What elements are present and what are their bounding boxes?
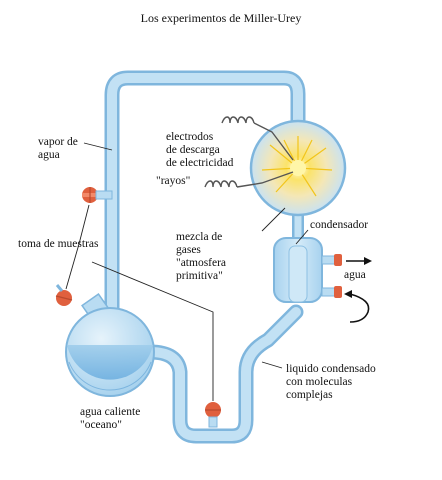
stopcock-valve-icon — [55, 284, 73, 306]
label-toma-de-muestras: toma de muestras — [18, 238, 99, 250]
diagram-title: Los experimentos de Miller-Urey — [140, 11, 302, 25]
label-agua: agua — [344, 269, 366, 281]
label-vapor-de-agua: vapor de agua — [38, 136, 78, 161]
spark-chamber — [249, 119, 347, 217]
label-mezcla-de-gases: mezcla de gases "atmosfera primitiva" — [176, 231, 227, 282]
stopcock-valve-icon — [205, 402, 221, 428]
label-condensador: condensador — [310, 219, 369, 231]
electrode-coil-icon — [204, 116, 294, 188]
stopcock-valve-icon — [82, 187, 113, 203]
label-liquido-condensado: liquido condensado con moleculas complej… — [286, 363, 376, 401]
curved-arrow-icon — [344, 290, 370, 323]
label-rayos: "rayos" — [156, 175, 191, 187]
glass-tubing — [104, 70, 306, 444]
arrow-right-icon — [346, 257, 372, 265]
label-agua-caliente: agua caliente "oceano" — [80, 406, 141, 431]
water-flask — [65, 293, 155, 397]
label-electrodos: electrodos de descarga de electricidad — [166, 131, 234, 169]
condenser — [273, 237, 342, 303]
leader-lines — [65, 142, 309, 401]
